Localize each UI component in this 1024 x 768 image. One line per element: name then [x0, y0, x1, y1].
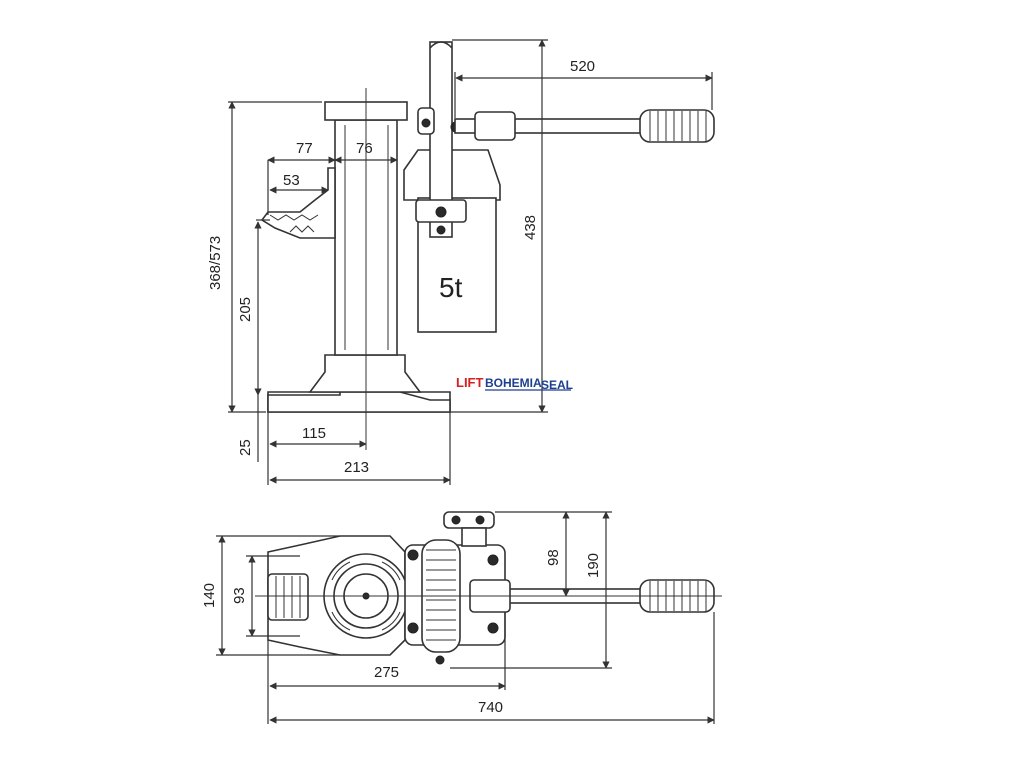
- dim-toe-width: 93: [231, 587, 248, 604]
- dim-body-length: 275: [374, 664, 399, 681]
- dim-toe-height: 205: [237, 297, 254, 322]
- dim-toe-thickness: 25: [237, 439, 254, 456]
- logo-bohemia: BOHEMIA: [485, 376, 542, 390]
- dim-overall-width: 190: [585, 553, 602, 578]
- dim-toe-length: 53: [283, 172, 300, 189]
- dim-toe-to-center: 115: [302, 425, 326, 442]
- base-foot: [267, 391, 451, 413]
- dim-height-range: 368/573: [207, 236, 224, 290]
- dim-overall-length: 740: [478, 699, 503, 716]
- top-toe: [267, 573, 309, 621]
- handle-grip: [639, 109, 715, 143]
- side-view: 5t 368/573 205 25: [207, 39, 715, 485]
- logo-seal: SEAL: [541, 378, 573, 392]
- capacity-label: 5t: [439, 272, 463, 303]
- logo-lift: LIFT: [456, 375, 483, 390]
- dim-piston-width: 76: [356, 140, 373, 157]
- lower-body: [308, 354, 422, 393]
- dim-base-length: 213: [344, 459, 369, 476]
- dim-pump-offset: 98: [545, 549, 562, 566]
- brand-logo: LIFT BOHEMIA SEAL: [456, 375, 573, 392]
- dim-base-width: 140: [201, 583, 218, 608]
- top-view: 140 93 98 190 275 740: [201, 511, 722, 724]
- dim-toe-offset: 77: [296, 140, 313, 157]
- dim-handle-length: 520: [570, 58, 595, 75]
- dim-total-height: 438: [522, 215, 539, 240]
